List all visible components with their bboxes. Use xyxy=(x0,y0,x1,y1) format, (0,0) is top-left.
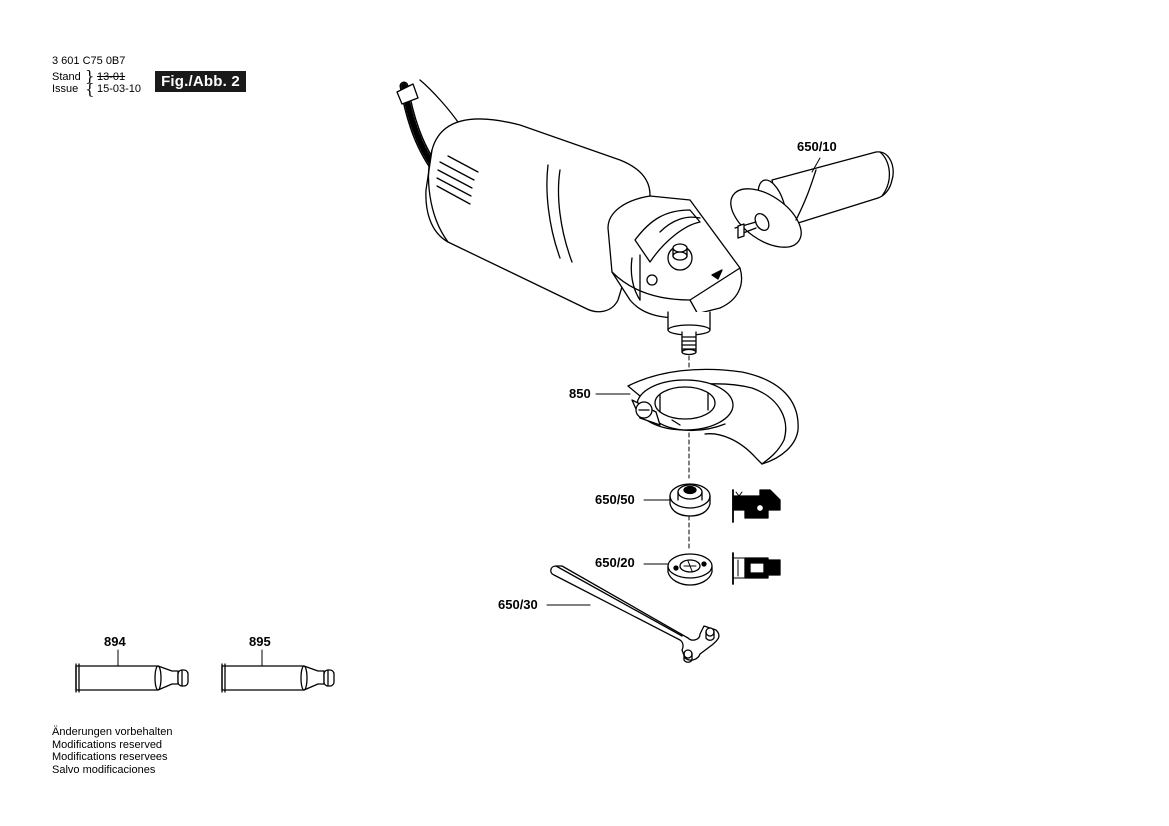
guard xyxy=(627,368,799,465)
issue-brace: { xyxy=(85,80,95,98)
spindle xyxy=(667,311,711,356)
mounting-flange xyxy=(669,483,711,517)
label-650-10: 650/10 xyxy=(797,139,837,154)
side-handle xyxy=(730,151,894,248)
spanner-wrench xyxy=(550,565,720,663)
label-895: 895 xyxy=(249,634,271,649)
issue-label: Issue xyxy=(52,83,79,95)
stand-brace: } xyxy=(85,67,95,85)
grease-tube-894 xyxy=(75,663,189,693)
modifications-notice: Änderungen vorbehalten Modifications res… xyxy=(52,726,172,776)
label-650-20: 650/20 xyxy=(595,555,635,570)
stand-label: Stand xyxy=(52,71,81,83)
notice-english: Modifications reserved xyxy=(52,738,163,751)
notice-french: Modifications reservees xyxy=(52,751,168,763)
label-650-50: 650/50 xyxy=(595,492,635,507)
label-850: 850 xyxy=(569,386,591,401)
notice-spanish: Salvo modificaciones xyxy=(52,763,156,776)
label-894: 894 xyxy=(104,634,126,649)
motor-housing xyxy=(425,118,651,313)
gear-head xyxy=(607,195,743,319)
flange-section-detail xyxy=(732,489,781,523)
figure-label: Fig./Abb. 2 xyxy=(155,71,246,92)
grease-tube-895 xyxy=(221,663,335,693)
issue-value: 15-03-10 xyxy=(97,83,142,95)
stand-value: 13-01 xyxy=(97,71,126,83)
notice-german: Änderungen vorbehalten xyxy=(52,726,173,738)
label-650-30: 650/30 xyxy=(498,597,538,612)
clamping-nut xyxy=(667,553,713,586)
nut-section-detail xyxy=(732,552,781,585)
part-number: 3 601 C75 0B7 xyxy=(52,55,126,67)
